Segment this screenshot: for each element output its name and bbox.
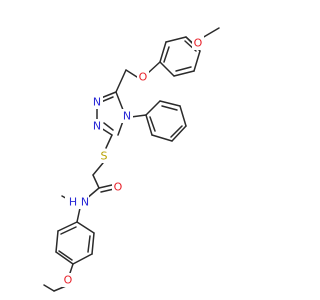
atom-label-n: N — [93, 96, 101, 109]
bond — [55, 230, 59, 253]
bond — [151, 134, 173, 142]
atom-s: S — [98, 149, 110, 163]
bond — [201, 27, 220, 39]
bond — [76, 221, 95, 234]
atom-label-o: O — [114, 181, 123, 194]
molecule-diagram: O O N N N S O — [43, 27, 220, 292]
bond — [91, 232, 95, 255]
atom-layer: O O N N N S O — [62, 36, 204, 287]
atom-label-o: O — [64, 274, 73, 287]
bond — [92, 162, 104, 176]
atom-label-h: H — [69, 196, 77, 209]
atom-nh: N H — [65, 195, 89, 209]
bond — [159, 41, 167, 63]
bond — [87, 235, 91, 253]
bond — [43, 284, 55, 292]
bond — [100, 91, 117, 99]
bond — [92, 174, 100, 189]
bond — [115, 69, 127, 93]
atom-label-n: N — [93, 120, 101, 133]
atom-n4: N — [121, 109, 133, 123]
bond — [170, 125, 183, 138]
bond — [76, 207, 81, 223]
bond — [55, 251, 74, 265]
atom-n1: N — [91, 95, 103, 109]
bond-layer — [43, 27, 220, 292]
bond — [159, 100, 181, 107]
bond — [179, 105, 187, 127]
bond — [175, 66, 192, 72]
bond — [149, 116, 156, 132]
structure-svg: O O N N N S O — [43, 27, 220, 292]
bond — [145, 100, 161, 116]
bond — [57, 221, 78, 232]
bond — [163, 46, 170, 63]
bond — [60, 226, 77, 235]
atom-o-carbonyl: O — [112, 180, 124, 194]
atom-o-ethoxy: O — [62, 273, 74, 287]
bond — [171, 125, 187, 142]
atom-o-ether: O — [137, 70, 149, 84]
bond — [147, 61, 161, 74]
atom-label-s: S — [101, 150, 108, 163]
atom-n2: N — [91, 119, 103, 133]
atom-label-n: N — [81, 196, 89, 209]
bond — [130, 114, 147, 118]
bond — [173, 70, 195, 77]
atom-label-n: N — [123, 110, 131, 123]
bond — [125, 69, 138, 78]
atom-label-o: O — [139, 71, 148, 84]
bond — [72, 253, 93, 265]
bond — [69, 263, 74, 274]
bond — [117, 120, 124, 136]
bond — [105, 134, 113, 149]
bond — [103, 122, 114, 131]
bond — [193, 50, 201, 72]
atom-label-o: O — [194, 37, 203, 50]
bond — [100, 188, 115, 193]
bond — [58, 250, 73, 261]
bond — [165, 36, 187, 43]
bond — [145, 114, 153, 136]
atom-o-methoxy: O — [192, 36, 204, 50]
bond — [159, 61, 175, 77]
bond — [161, 105, 178, 111]
bond — [98, 184, 113, 189]
